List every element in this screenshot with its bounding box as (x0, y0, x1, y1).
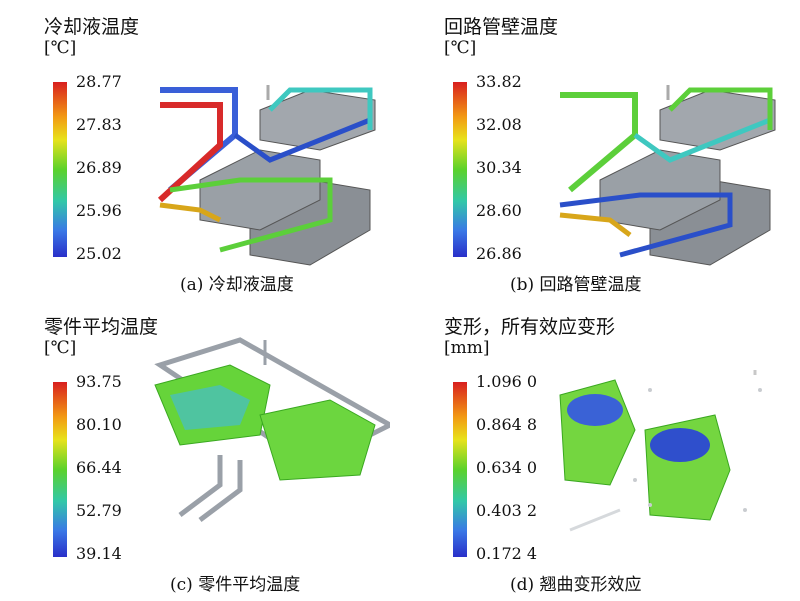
panel-title: 冷却液温度 (44, 16, 140, 38)
scale-tick: 80.10 (76, 415, 122, 434)
scale-tick: 25.02 (76, 244, 122, 263)
part-temperature-model (154, 337, 390, 522)
scale-tick: 32.08 (476, 115, 522, 134)
unit-label: [mm] (444, 338, 490, 358)
scale-tick: 52.79 (76, 501, 122, 520)
scale-tick: 93.75 (76, 372, 122, 391)
scale-tick: 25.96 (76, 201, 122, 220)
color-scale-bar (453, 382, 467, 557)
scale-tick: 33.82 (476, 72, 522, 91)
color-scale-bar (453, 82, 467, 257)
cooling-circuit-model-b (559, 85, 776, 266)
cooling-circuit-model-a (157, 85, 376, 266)
unit-label: [℃] (44, 38, 77, 58)
panel-title: 变形，所有效应变形 (444, 316, 616, 338)
warpage-model (559, 370, 762, 532)
scale-tick: 0.634 0 (476, 458, 538, 477)
color-scale-bar (53, 382, 67, 557)
panel-warpage-deformation: 变形，所有效应变形 [mm] 1.096 0 0.864 8 0.634 0 0… (400, 300, 800, 600)
scale-tick: 28.77 (76, 72, 122, 91)
scale-tick: 0.403 2 (476, 501, 538, 520)
unit-label: [℃] (44, 338, 77, 358)
scale-tick: 30.34 (476, 158, 522, 177)
scale-tick: 0.864 8 (476, 415, 538, 434)
panel-caption: (c) 零件平均温度 (170, 575, 301, 595)
unit-label: [℃] (444, 38, 477, 58)
scale-tick: 26.86 (476, 244, 522, 263)
color-scale-bar (53, 82, 67, 257)
scale-tick: 26.89 (76, 158, 122, 177)
scale-tick: 27.83 (76, 115, 122, 134)
scale-tick: 66.44 (76, 458, 122, 477)
panel-title: 回路管壁温度 (444, 16, 559, 38)
scale-tick: 28.60 (476, 201, 522, 220)
panel-caption: (d) 翘曲变形效应 (510, 575, 642, 595)
scale-tick: 1.096 0 (476, 372, 538, 391)
panel-wall-temperature: 回路管壁温度 [℃] 33.82 32.08 30.34 28.60 26.86… (400, 0, 800, 300)
scale-tick: 0.172 4 (476, 544, 538, 563)
panel-title: 零件平均温度 (44, 316, 159, 338)
panel-caption: (a) 冷却液温度 (180, 275, 294, 295)
scale-tick: 39.14 (76, 544, 122, 563)
panel-coolant-temperature: 冷却液温度 [℃] 28.77 27.83 26.89 25.96 25.02 … (0, 0, 400, 300)
panel-caption: (b) 回路管壁温度 (510, 275, 642, 295)
panel-part-average-temperature: 零件平均温度 [℃] 93.75 80.10 66.44 52.79 39.14… (0, 300, 400, 600)
